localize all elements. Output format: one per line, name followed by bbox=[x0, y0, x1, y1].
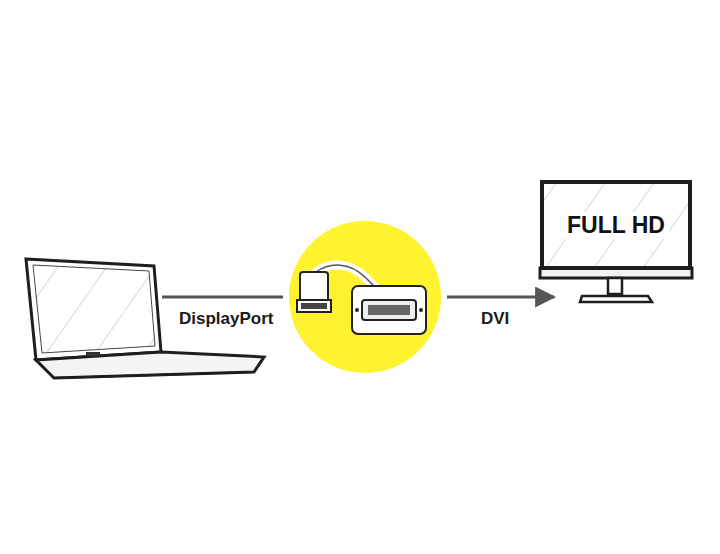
dvi-arrow bbox=[440, 296, 554, 299]
port-label: DisplayPort bbox=[176, 309, 276, 329]
port-label: DVI bbox=[478, 309, 512, 329]
screen-text: FULL HD bbox=[563, 212, 669, 239]
displayport-line bbox=[162, 296, 292, 299]
monitor-stand bbox=[540, 180, 692, 302]
adapter bbox=[283, 215, 447, 379]
monitor-screen: FULL HD bbox=[540, 180, 692, 270]
